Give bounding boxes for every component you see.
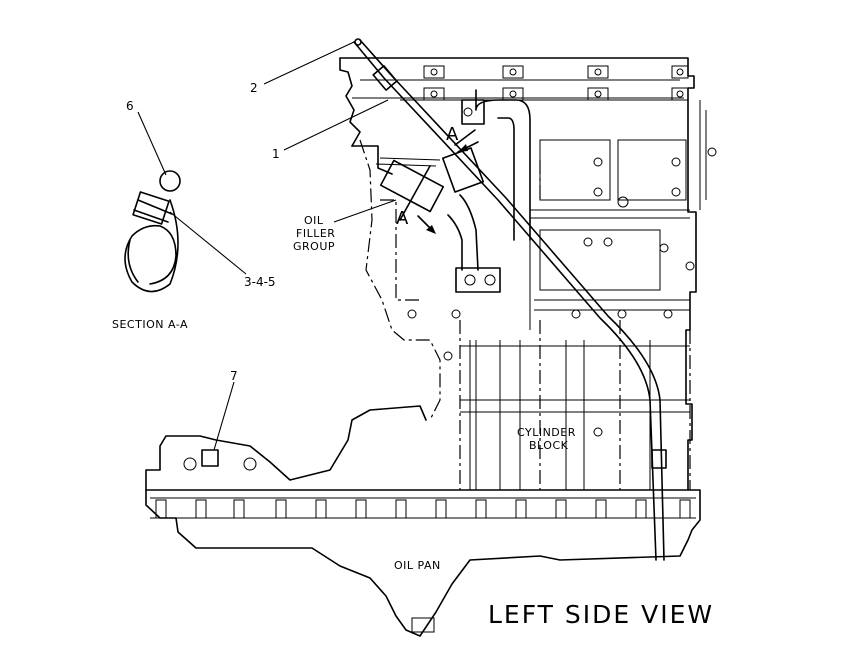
labels: 2 1 6 3-4-5 7 OIL FILLER GROUP SECTION A… [112,81,714,629]
callout-7: 7 [230,369,238,383]
oil-filler-label-line2: FILLER [296,227,335,240]
cylinder-block-outline [339,57,717,491]
view-title: LEFT SIDE VIEW [488,600,714,629]
callout-6: 6 [126,99,134,113]
callout-1: 1 [272,147,280,161]
section-a-a-detail [124,170,181,293]
oil-pan-outline [145,405,701,637]
cylinder-block-label-line2: BLOCK [529,439,569,452]
cylinder-block-label-line1: CYLINDER [517,426,576,439]
section-label: SECTION A-A [112,318,188,331]
section-mark-lower: A [396,208,409,229]
oil-filler-label-line1: OIL [304,214,324,227]
leader-lines [137,41,397,451]
oil-pan-label: OIL PAN [394,559,441,572]
pan-flange-bolts [155,499,691,519]
callout-3-4-5: 3-4-5 [244,275,276,289]
dipstick-tube [353,38,667,561]
section-mark-upper: A [446,124,459,145]
section-cut-arrows [399,141,479,234]
oil-filler-tube [375,89,531,293]
callout-2: 2 [250,81,258,95]
oil-filler-label-line3: GROUP [293,240,335,253]
